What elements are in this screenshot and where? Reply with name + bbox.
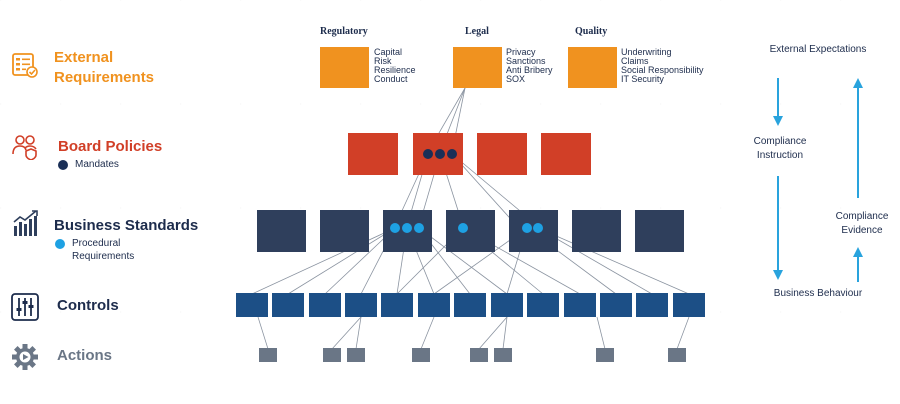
procedural-dot — [402, 223, 412, 233]
level-board-title: Board Policies — [58, 138, 163, 155]
flow-business-behaviour: Business Behaviour — [773, 288, 863, 299]
bar-chart-icon — [13, 210, 38, 236]
action-box — [412, 348, 430, 362]
control-box — [454, 293, 486, 317]
gear-play-icon — [12, 344, 38, 370]
action-box — [347, 348, 365, 362]
level-actions-title: Actions — [57, 347, 113, 364]
policy-box — [348, 133, 398, 175]
level-controls-title: Controls — [57, 297, 119, 314]
action-box — [596, 348, 614, 362]
action-boxes — [259, 348, 686, 362]
action-box — [259, 348, 277, 362]
external-box-quality — [568, 47, 617, 88]
action-box — [470, 348, 488, 362]
sliders-icon — [11, 293, 39, 321]
mandate-dot — [435, 149, 445, 159]
procedural-dot — [390, 223, 400, 233]
people-shield-icon — [12, 135, 37, 160]
control-box — [636, 293, 668, 317]
mandate-dot-icon — [58, 160, 68, 170]
control-box — [381, 293, 413, 317]
procedural-dot — [533, 223, 543, 233]
mandate-dot — [423, 149, 433, 159]
standard-box — [320, 210, 369, 252]
business-standard-boxes — [257, 210, 684, 252]
standard-box — [635, 210, 684, 252]
control-boxes — [236, 293, 705, 317]
external-requirement-boxes — [320, 47, 617, 88]
mandate-dot — [447, 149, 457, 159]
control-box — [673, 293, 705, 317]
level-standards-title: Business Standards — [54, 217, 199, 234]
external-box-legal — [453, 47, 502, 88]
flow-external-expectations: External Expectations — [769, 44, 867, 55]
down-arrow-upper-head — [773, 116, 783, 126]
standard-box — [446, 210, 495, 252]
up-arrow-upper-head — [853, 78, 863, 88]
control-box — [491, 293, 523, 317]
control-box — [345, 293, 377, 317]
standard-box — [572, 210, 621, 252]
action-box — [668, 348, 686, 362]
up-arrow-lower-head — [853, 247, 863, 257]
external-box-regulatory — [320, 47, 369, 88]
control-box — [527, 293, 559, 317]
flow-arrows — [773, 78, 863, 282]
action-box — [323, 348, 341, 362]
down-arrow-lower-head — [773, 270, 783, 280]
procedural-dot — [458, 223, 468, 233]
control-box — [309, 293, 341, 317]
control-box — [600, 293, 632, 317]
standard-box — [509, 210, 558, 252]
category-legal-title: Legal — [465, 26, 489, 37]
control-box — [418, 293, 450, 317]
control-box — [564, 293, 596, 317]
category-regulatory-title: Regulatory — [320, 26, 368, 37]
action-box — [494, 348, 512, 362]
checklist-icon — [12, 53, 38, 78]
policy-box — [541, 133, 591, 175]
procedural-dot — [522, 223, 532, 233]
mandate-dots — [423, 149, 457, 159]
policy-box — [477, 133, 527, 175]
category-quality-title: Quality — [575, 26, 608, 37]
control-box — [272, 293, 304, 317]
legend-mandates: Mandates — [58, 158, 119, 171]
standard-box — [257, 210, 306, 252]
procedural-dot-icon — [55, 239, 65, 249]
level-external-title: External Requirements — [54, 49, 155, 86]
procedural-dot — [414, 223, 424, 233]
control-box — [236, 293, 268, 317]
procedural-dots — [390, 223, 543, 233]
